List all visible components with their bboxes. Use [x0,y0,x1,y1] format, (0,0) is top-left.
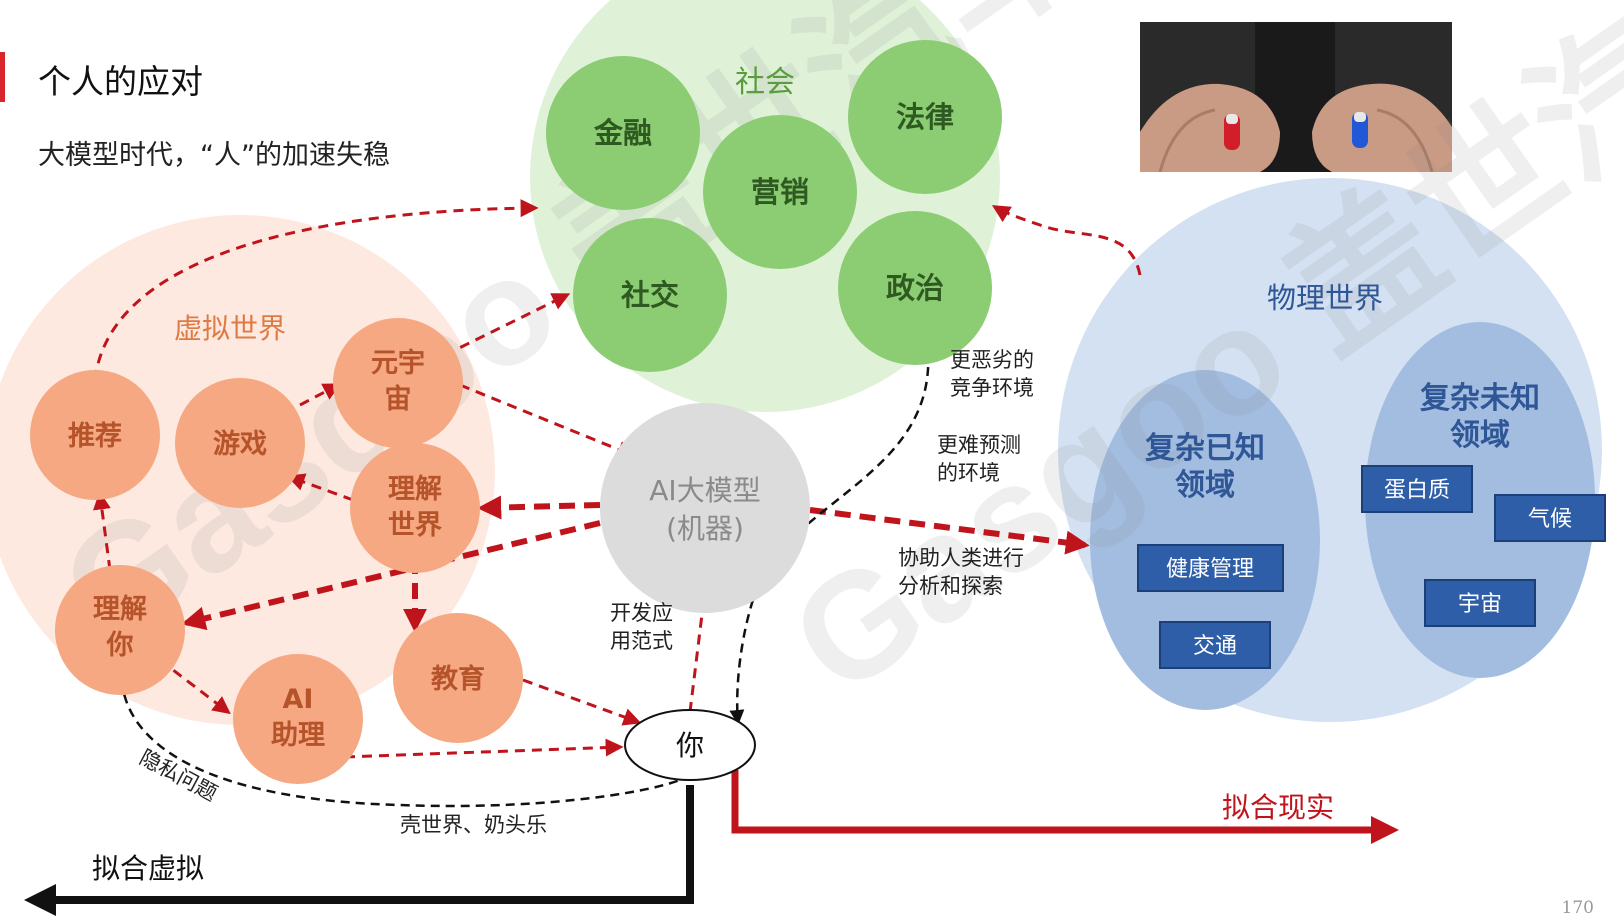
text-law: 法律 [896,100,954,134]
node-understand-you [55,565,185,695]
text-game: 游戏 [213,429,267,460]
text-recommend: 推荐 [68,421,122,452]
text-understand-you-1: 理解 [93,594,147,625]
unknown-domain-region [1365,322,1595,678]
arrow-ai-to-physical [809,507,1090,555]
text-health: 健康管理 [1166,557,1254,582]
arrow-game-to-metaverse [299,383,342,407]
node-finance [546,56,700,210]
slide-title: 个人的应对 [38,62,203,101]
label-society: 社会 [735,65,795,100]
text-marketing: 营销 [751,175,809,209]
node-game [175,378,305,508]
fit-virtual-arrow [24,785,694,916]
text-universe: 宇宙 [1458,592,1502,617]
text-understand-world-2: 世界 [388,510,442,541]
pills-photo [1140,22,1452,172]
text-understand-world-1: 理解 [388,474,442,505]
text-metaverse-2: 宙 [385,383,412,415]
label-unknown-1: 复杂未知 [1420,381,1540,416]
note-assist-2: 分析和探索 [898,574,1003,598]
arrow-ai-to-understand-you [181,520,601,631]
page-number: 170 [1561,898,1594,918]
text-traffic: 交通 [1193,634,1237,659]
arrow-metaverse-to-ai [459,383,636,458]
text-metaverse-1: 元宇 [371,348,425,379]
virtual-nodes [30,318,523,784]
label-physical-world: 物理世界 [1267,281,1383,315]
text-ai-model-2: (机器) [666,512,744,545]
virtual-world-region [0,215,495,725]
text-ai-assistant-2: 助理 [271,720,325,751]
society-region [530,0,1000,412]
text-education: 教育 [431,663,485,695]
node-education [393,613,523,743]
arrow-metaverse-to-social [444,293,571,357]
arrow-understand-you-to-recommend [92,491,112,571]
arrow-understand-you-to-assistant [159,658,231,715]
node-ai-assistant [233,654,363,784]
red-blue-pill-hands-image [1140,22,1452,172]
note-unpredictable-1: 更难预测 [937,433,1021,457]
black-curve-understand-you-to-you [120,664,681,808]
box-climate [1494,494,1606,542]
node-recommend [30,370,160,500]
text-ai-assistant-1: AI [283,684,314,715]
text-social: 社交 [621,278,679,312]
slide-subtitle: 大模型时代，“人”的加速失稳 [38,140,390,171]
box-universe [1424,579,1536,627]
box-traffic [1159,621,1271,669]
text-climate: 气候 [1528,507,1572,532]
node-ai-model [600,403,810,613]
note-unpredictable-2: 的环境 [937,461,1000,485]
note-paradigm-1: 开发应 [610,601,673,625]
arrow-you-to-ai [688,586,713,713]
label-fit-virtual: 拟合虚拟 [92,852,204,885]
unknown-items [1361,465,1606,627]
note-privacy: 隐私问题 [136,745,221,806]
box-protein [1361,465,1473,513]
label-fit-reality: 拟合现实 [1222,791,1334,824]
node-law [848,40,1002,194]
text-protein: 蛋白质 [1384,478,1450,503]
text-ai-model-1: AI大模型 [649,474,760,507]
known-items [1137,544,1284,669]
text-you: 你 [676,729,704,762]
label-known-1: 复杂已知 [1145,431,1265,466]
note-paradigm-2: 用范式 [610,629,673,653]
black-arrow-society-to-you [729,351,930,725]
node-you [624,709,756,781]
text-politics: 政治 [886,271,944,305]
note-assist-1: 协助人类进行 [898,546,1024,570]
note-shell-world: 壳世界、奶头乐 [400,813,547,837]
text-understand-you-2: 你 [106,630,134,661]
society-nodes [546,40,1002,372]
physical-world-region [1058,178,1602,722]
arrow-understand-world-to-game [286,473,354,502]
arrow-education-to-you [522,678,642,726]
node-understand-world [350,443,480,573]
note-worse-2: 竞争环境 [950,376,1034,400]
arrow-physical-to-society [991,205,1142,276]
label-unknown-2: 领域 [1450,418,1510,453]
title-accent-bar [0,52,5,102]
node-politics [838,211,992,365]
arrow-ai-to-understand-world [477,495,601,520]
arrow-recommend-to-society [93,199,539,381]
box-health [1137,544,1284,592]
text-finance: 金融 [593,116,652,150]
label-known-2: 领域 [1175,468,1235,503]
fit-reality-arrow [731,770,1399,844]
arrow-assistant-to-you [344,738,624,759]
node-social [573,218,727,372]
known-domain-region [1090,370,1320,710]
label-virtual-world: 虚拟世界 [174,312,286,345]
note-worse-1: 更恶劣的 [950,348,1034,372]
node-metaverse [333,318,463,448]
node-marketing [703,115,857,269]
